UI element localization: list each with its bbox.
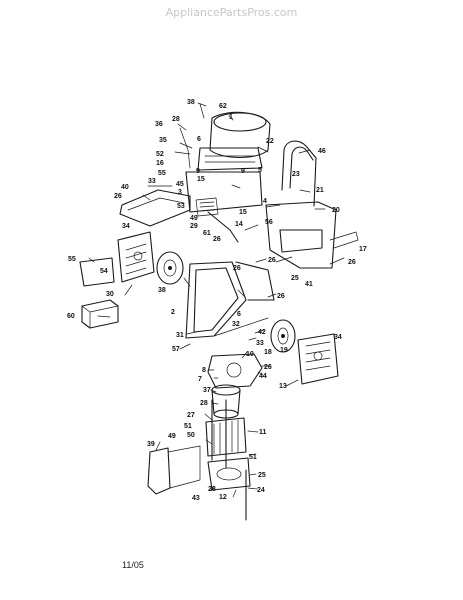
callout-c28c: 28 <box>208 486 216 493</box>
callout-c20: 20 <box>332 207 340 214</box>
callout-c6b: 6 <box>237 311 241 318</box>
callout-c55b: 55 <box>68 256 76 263</box>
callout-c30: 30 <box>106 291 114 298</box>
control-panel-left-part-34 <box>117 231 155 283</box>
shaft-part-27 <box>211 399 227 469</box>
date-code: 11/05 <box>122 560 144 570</box>
callout-c46: 46 <box>318 148 326 155</box>
callout-c61: 61 <box>203 230 211 237</box>
callout-labels: 38 62 1 36 28 6 35 52 16 22 46 55 9 5 23… <box>67 99 367 502</box>
battery-part-60 <box>81 299 119 329</box>
callout-c22: 22 <box>266 138 274 145</box>
leader-lines <box>88 102 345 498</box>
callout-c10: 10 <box>246 351 254 358</box>
callout-c36: 36 <box>155 121 163 128</box>
callout-c18: 18 <box>264 349 272 356</box>
bag-mount-part-25 <box>207 457 251 491</box>
right-wheel-part-19 <box>270 319 296 353</box>
callout-c31: 31 <box>176 332 184 339</box>
hopper-part-40 <box>119 189 191 227</box>
callout-c28a: 28 <box>172 116 180 123</box>
callout-c3: 3 <box>178 189 182 196</box>
callout-c12: 12 <box>219 494 227 501</box>
callout-c29: 29 <box>190 223 198 230</box>
callout-c49b: 49 <box>168 433 176 440</box>
battery-bracket-part-55 <box>79 257 115 287</box>
callout-c17: 17 <box>359 246 367 253</box>
callout-c15b: 15 <box>239 209 247 216</box>
callout-c37: 37 <box>203 387 211 394</box>
callout-c33a: 33 <box>148 178 156 185</box>
callout-c26g: 26 <box>264 364 272 371</box>
callout-c57: 57 <box>172 346 180 353</box>
callout-c6a: 6 <box>197 136 201 143</box>
callout-c19: 19 <box>280 347 288 354</box>
callout-c51b: 51 <box>249 454 257 461</box>
callout-c15a: 15 <box>197 176 205 183</box>
callout-c28b: 28 <box>200 400 208 407</box>
callout-c14: 14 <box>235 221 243 228</box>
callout-c56: 56 <box>265 219 273 226</box>
callout-c62: 62 <box>219 103 227 110</box>
callout-c60: 60 <box>67 313 75 320</box>
callout-c53: 53 <box>177 203 185 210</box>
callout-c13: 13 <box>279 383 287 390</box>
callout-c52: 52 <box>156 151 164 158</box>
callout-c11: 11 <box>259 429 267 436</box>
callout-c9b: 9 <box>241 168 245 175</box>
callout-c4: 4 <box>263 198 267 205</box>
callout-c26a: 26 <box>114 193 122 200</box>
callout-c27: 27 <box>187 412 195 419</box>
callout-c9a: 9 <box>196 168 200 175</box>
callout-c26c: 26 <box>348 259 356 266</box>
bag-part-39 <box>147 445 201 495</box>
callout-c5: 5 <box>258 167 262 174</box>
watermark: AppliancePartsPros.com <box>165 6 298 19</box>
left-wheel-part-38 <box>156 251 184 285</box>
callout-c41: 41 <box>305 281 313 288</box>
callout-c25a: 25 <box>291 275 299 282</box>
control-panel-right-part-34 <box>297 333 339 385</box>
callout-c25b: 25 <box>258 472 266 479</box>
callout-c21: 21 <box>316 187 324 194</box>
callout-c44: 44 <box>259 373 267 380</box>
callout-c49a: 49 <box>190 215 198 222</box>
callout-c26e: 26 <box>268 257 276 264</box>
callout-c26d: 26 <box>233 265 241 272</box>
callout-c42: 42 <box>258 329 266 336</box>
engine-base-part-3 <box>185 171 263 243</box>
engine-part-1 <box>197 111 271 171</box>
callout-c55a: 55 <box>158 170 166 177</box>
callout-c2: 2 <box>171 309 175 316</box>
bolt-part-38 <box>199 103 205 119</box>
callout-c8: 8 <box>202 367 206 374</box>
callout-c23: 23 <box>292 171 300 178</box>
callout-c51a: 51 <box>184 423 192 430</box>
callout-c26b: 26 <box>213 236 221 243</box>
frame-part-2 <box>185 261 275 339</box>
callout-c39: 39 <box>147 441 155 448</box>
cable-part-28 <box>179 127 191 169</box>
callout-c45: 45 <box>176 181 184 188</box>
callout-c50: 50 <box>187 432 195 439</box>
callout-c26f: 26 <box>277 293 285 300</box>
callout-c24: 24 <box>257 487 265 494</box>
callout-c40: 40 <box>121 184 129 191</box>
callout-c34b: 34 <box>334 334 342 341</box>
callout-c54: 54 <box>100 268 108 275</box>
gearbox-part-10 <box>207 353 263 389</box>
callout-c33b: 33 <box>256 340 264 347</box>
callout-c32: 32 <box>232 321 240 328</box>
callout-c34a: 34 <box>122 223 130 230</box>
callout-c43: 43 <box>192 495 200 502</box>
callout-c16: 16 <box>156 160 164 167</box>
callout-c1: 1 <box>229 114 233 121</box>
callout-c35: 35 <box>159 137 167 144</box>
callout-c38a: 38 <box>187 99 195 106</box>
chute-part-20 <box>265 201 359 269</box>
callout-c38b: 38 <box>158 287 166 294</box>
callout-c7: 7 <box>198 376 202 383</box>
